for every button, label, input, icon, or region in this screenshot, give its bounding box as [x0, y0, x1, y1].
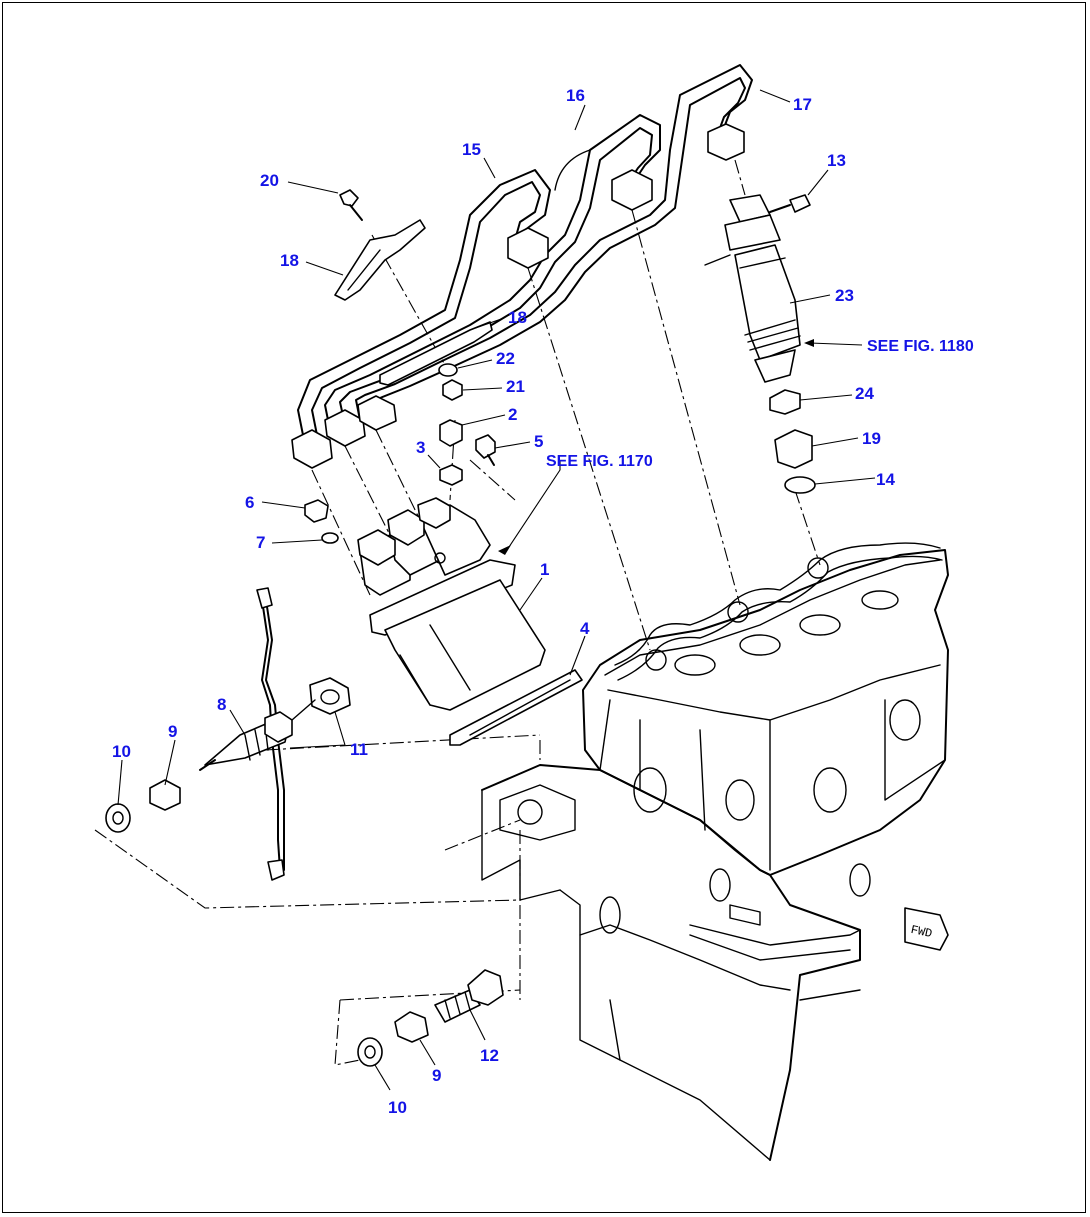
cylinder-head: [582, 542, 949, 876]
callout-3: 3: [416, 438, 425, 457]
washer-10: [105, 803, 131, 833]
callout-9-lower: 9: [432, 1066, 441, 1085]
lower-fittings: [357, 969, 504, 1067]
injection-pipes: [291, 64, 753, 469]
reference-fig-1180: SEE FIG. 1180: [867, 338, 974, 355]
callout-19: 19: [862, 429, 881, 448]
callout-14: 14: [876, 470, 895, 489]
callout-7: 7: [256, 533, 265, 552]
nut-9: [149, 779, 181, 811]
callout-10-upper: 10: [112, 742, 131, 761]
callout-10-lower: 10: [388, 1098, 407, 1117]
callout-24: 24: [855, 384, 874, 403]
callout-23: 23: [835, 286, 854, 305]
callout-17: 17: [793, 95, 812, 114]
callout-12: 12: [480, 1046, 499, 1065]
sleeve-19: [774, 429, 813, 469]
reference-fig-1170: SEE FIG. 1170: [546, 453, 653, 470]
callout-2: 2: [508, 405, 517, 424]
washer-24: [769, 389, 801, 415]
callout-15: 15: [462, 140, 481, 159]
callout-4: 4: [580, 619, 590, 638]
bracket-upper: [334, 219, 426, 301]
fwd-badge: FWD: [904, 907, 949, 951]
callout-labels: 17 16 15 13 20 18 23 18 22 21 2 24 19 5 …: [112, 86, 974, 1117]
callout-18-upper: 18: [280, 251, 299, 270]
engine-block: [444, 740, 871, 1161]
nozzle-holder: [704, 194, 811, 383]
callout-16: 16: [566, 86, 585, 105]
callout-21: 21: [506, 377, 525, 396]
fwd-label: FWD: [909, 923, 933, 941]
clamp: [379, 321, 493, 386]
callout-1: 1: [540, 560, 549, 579]
callout-18-clamp: 18: [508, 308, 527, 327]
sensor-wiring: [105, 587, 351, 881]
callout-11: 11: [350, 740, 368, 759]
assembly-lines: [94, 159, 821, 1066]
callout-9-upper: 9: [168, 722, 177, 741]
callout-22: 22: [496, 349, 515, 368]
callout-8: 8: [217, 695, 226, 714]
callout-20: 20: [260, 171, 279, 190]
callout-13: 13: [827, 151, 846, 170]
injection-pump: [357, 497, 546, 711]
callout-5: 5: [534, 432, 543, 451]
callout-6: 6: [245, 493, 254, 512]
washer-14: [784, 476, 816, 494]
gasket: [449, 669, 583, 746]
leader-lines: [117, 89, 876, 1091]
